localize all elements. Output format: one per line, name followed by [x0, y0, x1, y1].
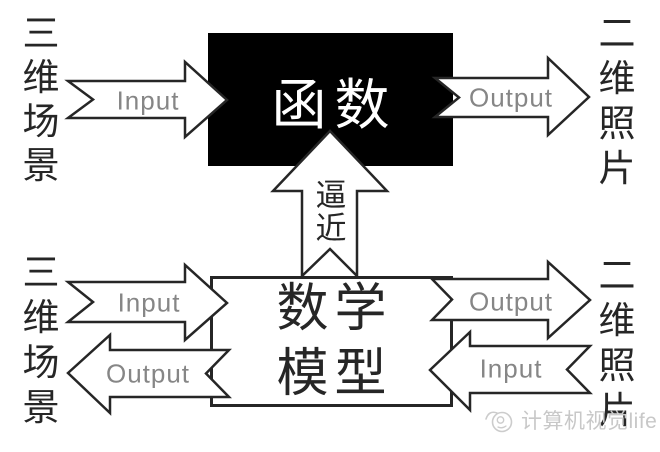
cjk-char: 景: [22, 145, 60, 186]
output-label-bottom-left: Output: [105, 358, 191, 389]
input-label-bottom-right: Input: [479, 353, 543, 384]
cjk-char: 场: [22, 342, 60, 383]
cjk-char: 片: [598, 148, 636, 189]
approx-arrow-label: 逼 近: [316, 179, 347, 245]
cjk-char: 三: [22, 13, 60, 54]
cjk-char: 二: [598, 255, 636, 296]
cjk-char: 维: [598, 300, 636, 341]
label-2d-photo-bottom: 二 维 照 片: [596, 253, 638, 433]
input-arrow-top-icon: [64, 59, 229, 140]
watermark-text: 计算机视觉life: [521, 410, 658, 433]
output-arrow-bottom-right-icon: [429, 259, 592, 341]
output-label-top: Output: [468, 82, 554, 113]
label-2d-photo-top: 二 维 照 片: [596, 11, 638, 191]
output-arrow-top-icon: [431, 55, 591, 138]
cjk-char: 照: [598, 103, 636, 144]
input-arrow-bottom-right-icon: [428, 329, 593, 414]
cjk-char: 场: [22, 101, 60, 142]
cjk-char: 照: [598, 345, 636, 386]
cjk-char: 二: [598, 13, 636, 54]
math-model-line: 数学: [276, 279, 393, 338]
input-arrow-bottom-left-icon: [64, 262, 229, 343]
math-model-line: 模型: [276, 344, 393, 403]
cjk-char: 近: [315, 211, 347, 246]
cjk-char: 维: [22, 297, 60, 338]
math-model-box: 数学 模型: [210, 276, 453, 407]
function-box-label: 函数: [271, 73, 398, 136]
cjk-char: 三: [22, 252, 60, 293]
function-box: 函数: [208, 33, 453, 166]
label-3d-scene-bottom: 三 维 场 景: [20, 250, 62, 430]
input-label-bottom-left: Input: [117, 287, 181, 318]
cjk-char: 逼: [315, 178, 347, 213]
cjk-char: 维: [598, 58, 636, 99]
label-3d-scene-top: 三 维 场 景: [20, 12, 62, 188]
cjk-char: 景: [22, 387, 60, 428]
output-label-bottom-right: Output: [468, 286, 554, 317]
cjk-char: 片: [598, 390, 636, 431]
cjk-char: 维: [22, 57, 60, 98]
approx-up-arrow-icon: [270, 129, 390, 280]
watermark: 计算机视觉life: [482, 403, 657, 437]
cv-life-logo-icon: [485, 411, 513, 433]
output-arrow-bottom-left-icon: [66, 332, 232, 416]
input-label-top: Input: [116, 85, 180, 116]
